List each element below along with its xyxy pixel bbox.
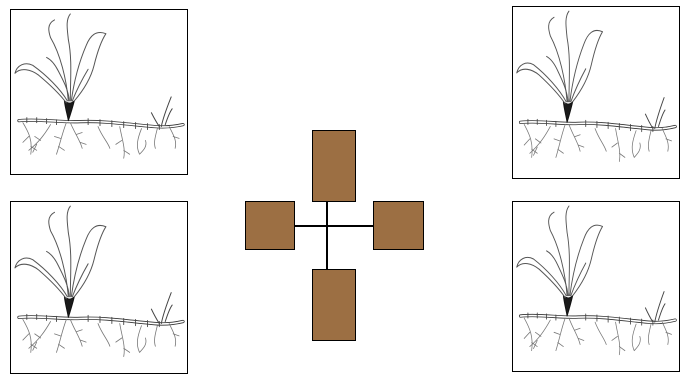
plant-icon — [11, 10, 187, 174]
plant-icon — [513, 7, 679, 178]
block-top — [312, 130, 356, 202]
block-right — [373, 201, 424, 250]
plant-panel-bottom-left — [10, 201, 188, 374]
block-bottom — [312, 269, 356, 341]
block-left — [245, 201, 295, 250]
plant-panel-bottom-right — [512, 201, 680, 372]
plant-icon — [11, 202, 187, 373]
plant-icon — [513, 202, 679, 371]
plant-panel-top-right — [512, 6, 680, 179]
plant-panel-top-left — [10, 9, 188, 175]
